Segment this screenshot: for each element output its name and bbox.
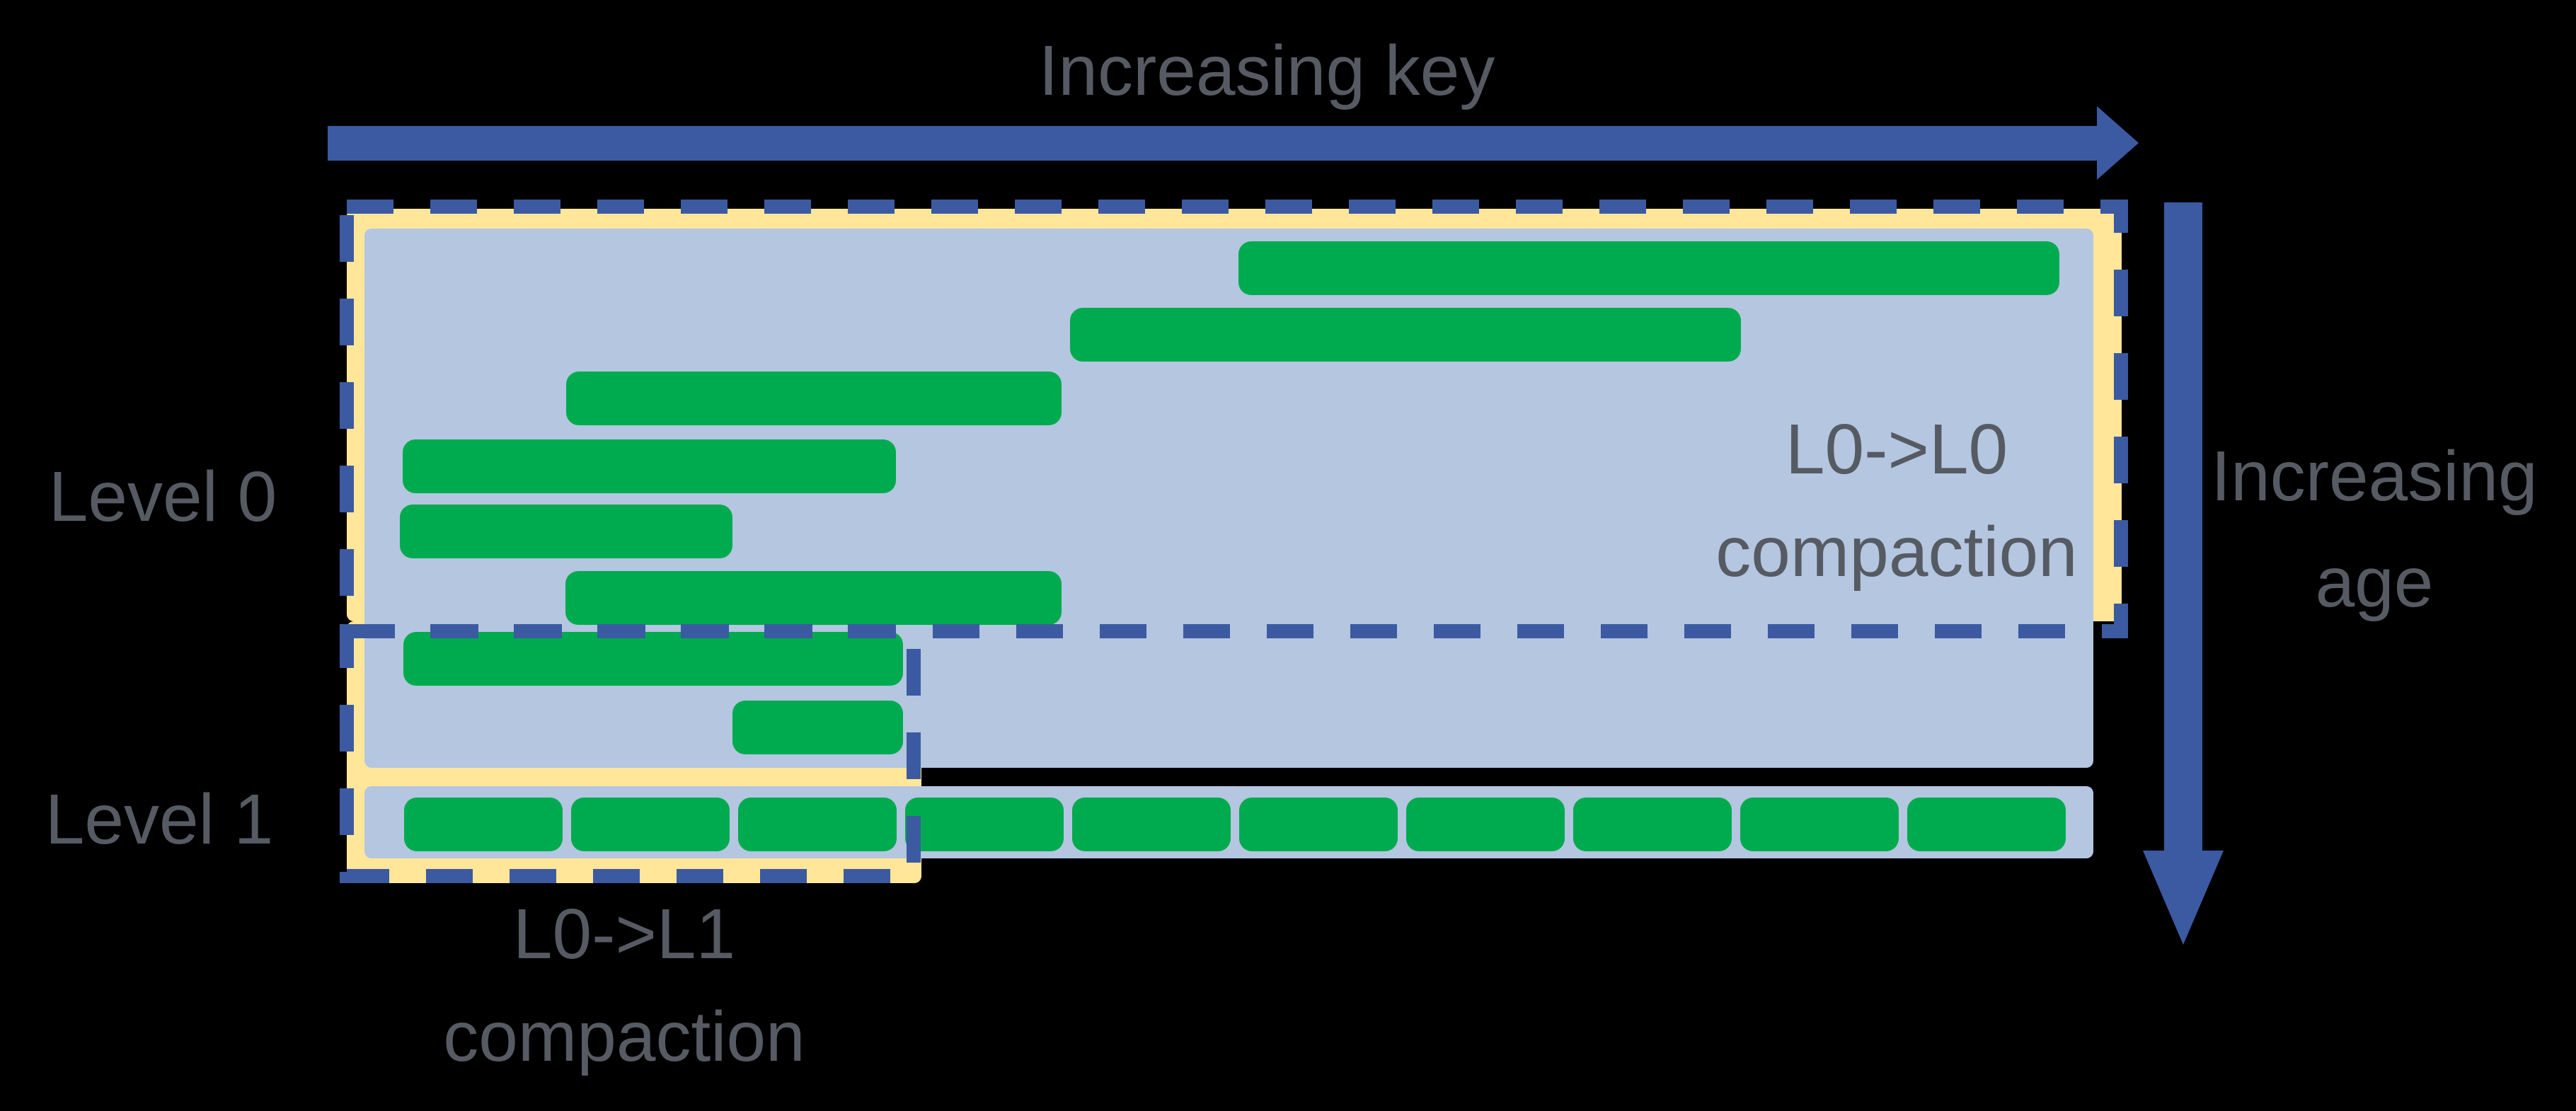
- l0-l0-compaction-line1: L0->L0: [1785, 410, 2008, 489]
- increasing-age-arrow: [2143, 202, 2224, 945]
- level0-label: Level 0: [48, 457, 277, 536]
- level0-sstable: [1070, 308, 1741, 362]
- level0-pending-sstable: [732, 701, 903, 754]
- level0-sstable: [400, 505, 732, 558]
- l0-l1-compaction-dashed-box: [340, 624, 921, 883]
- increasing-age-line2: age: [2315, 543, 2434, 622]
- level1-sstable: [1072, 798, 1231, 851]
- l0-l0-compaction-label: L0->L0 compaction: [1684, 398, 2109, 604]
- l0-compaction-dashed-box: [340, 200, 2128, 638]
- l0-l0-compaction-line2: compaction: [1715, 512, 2078, 592]
- level0-sstable: [566, 372, 1062, 425]
- l0-l1-compaction-label: L0->L1 compaction: [412, 883, 836, 1088]
- level1-sstable: [404, 798, 563, 851]
- level1-sstable: [1740, 798, 1899, 851]
- level0-sstable: [565, 571, 1062, 625]
- level0-sstable: [403, 439, 896, 493]
- level1-sstable: [571, 798, 730, 851]
- level1-label: Level 1: [45, 780, 274, 859]
- l0-l1-compaction-line2: compaction: [443, 997, 805, 1076]
- level1-sstable: [1239, 798, 1398, 851]
- level0-sstable: [1238, 241, 2059, 295]
- level1-sstable: [1573, 798, 1732, 851]
- increasing-key-arrow: [328, 106, 2139, 180]
- level1-sstable: [1406, 798, 1565, 851]
- increasing-key-label: Increasing key: [1038, 31, 1495, 110]
- level1-sstable: [905, 798, 1064, 851]
- increasing-age-line1: Increasing: [2211, 437, 2538, 516]
- level0-pending-sstable: [403, 632, 903, 686]
- increasing-age-label: Increasing age: [2183, 423, 2565, 635]
- l0-l1-compaction-line1: L0->L1: [512, 894, 736, 974]
- level1-sstable: [1907, 798, 2066, 851]
- level1-sstable: [738, 798, 897, 851]
